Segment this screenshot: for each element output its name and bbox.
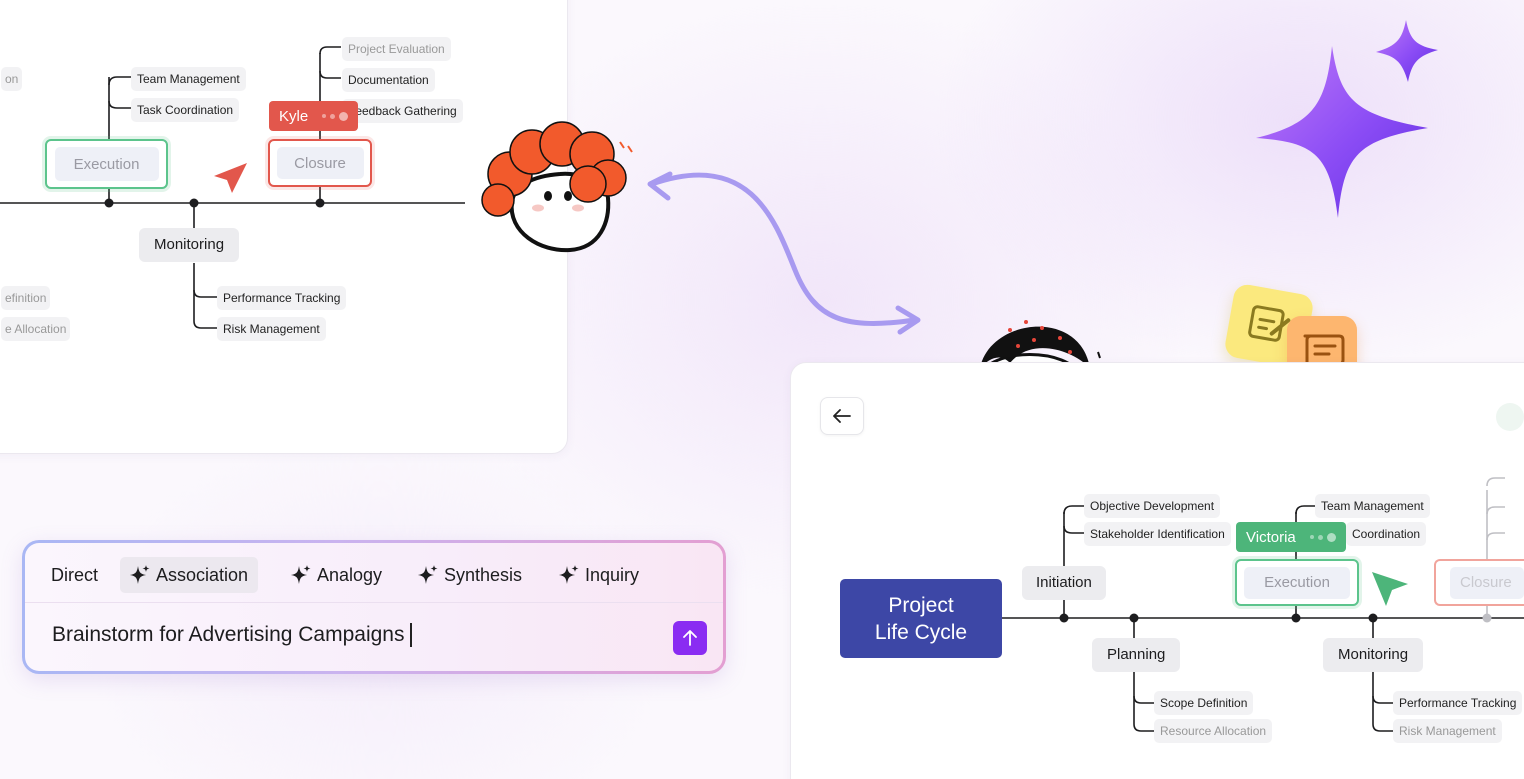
- mode-label: Analogy: [317, 565, 383, 585]
- victoria-cursor-icon: [1372, 572, 1408, 606]
- red-hair-character-icon: [481, 121, 633, 253]
- execution-node-label: Execution: [54, 147, 159, 181]
- execution-node[interactable]: Execution: [45, 139, 168, 189]
- monitoring-node[interactable]: Monitoring: [1323, 638, 1424, 672]
- clipped-label: e Allocation: [1, 317, 71, 341]
- mode-inquiry[interactable]: Inquiry: [549, 557, 649, 593]
- typing-dots-icon: [1309, 532, 1336, 542]
- victoria-name: Victoria: [1246, 528, 1296, 546]
- mindmap-leaf[interactable]: Performance Tracking: [1393, 691, 1523, 715]
- mode-label: Inquiry: [585, 565, 640, 585]
- mindmap-leaf[interactable]: Scope Definition: [1154, 691, 1254, 715]
- typing-dots-icon: [322, 111, 349, 121]
- mode-association[interactable]: Association: [120, 557, 259, 593]
- mindmap-leaf[interactable]: Task Coordination: [131, 98, 240, 122]
- mindmap-leaf[interactable]: Objective Development: [1084, 494, 1221, 518]
- mode-label: Direct: [51, 565, 99, 585]
- edit-note-icon: [1223, 282, 1315, 370]
- closure-node-label: Closure: [1450, 566, 1524, 599]
- mindmap-leaf[interactable]: Risk Management: [217, 317, 326, 341]
- mindmap-leaf[interactable]: Project Evaluation: [342, 37, 451, 61]
- mindmap-leaf[interactable]: Risk Management: [1393, 719, 1502, 743]
- root-node-line2: Life Cycle: [874, 620, 968, 644]
- mindmap-leaf[interactable]: Team Management: [131, 67, 246, 91]
- mode-direct[interactable]: Direct: [41, 557, 108, 593]
- ai-prompt-inner: Direct Association Analogy Synthesis Inq…: [25, 543, 723, 671]
- monitoring-node[interactable]: Monitoring: [139, 228, 240, 262]
- ai-sparkle-icon: [1256, 20, 1438, 218]
- arrow-left-icon: [833, 409, 851, 423]
- prompt-input[interactable]: Brainstorm for Advertising Campaigns: [52, 623, 413, 647]
- mode-analogy[interactable]: Analogy: [281, 557, 392, 593]
- mindmap-leaf[interactable]: Stakeholder Identification: [1084, 522, 1231, 546]
- mindmap-leaf[interactable]: Feedback Gathering: [342, 99, 463, 123]
- mindmap-leaf[interactable]: Documentation: [342, 68, 435, 92]
- mindmap-leaf[interactable]: Performance Tracking: [217, 286, 347, 310]
- kyle-cursor-icon: [214, 163, 247, 193]
- execution-node-label: Execution: [1244, 566, 1350, 599]
- planning-node[interactable]: Planning: [1092, 638, 1181, 672]
- mode-label: Association: [156, 565, 249, 585]
- status-indicator-icon: [1496, 403, 1524, 431]
- victoria-collaborator-tag: Victoria: [1236, 522, 1346, 552]
- back-button[interactable]: [820, 397, 864, 435]
- mindmap-leaf[interactable]: Team Management: [1315, 494, 1430, 518]
- send-button[interactable]: [673, 621, 707, 655]
- closure-node[interactable]: Closure: [1434, 559, 1524, 606]
- prompt-input-value: Brainstorm for Advertising Campaigns: [52, 623, 405, 646]
- root-node-line1: Project: [888, 593, 954, 617]
- closure-node-label: Closure: [276, 147, 364, 179]
- sparkle-icon: [418, 565, 438, 584]
- mindmap-leaf[interactable]: Resource Allocation: [1154, 719, 1273, 743]
- sparkle-icon: [291, 565, 311, 584]
- project-lifecycle-root-node[interactable]: Project Life Cycle: [840, 579, 1002, 658]
- closure-node[interactable]: Closure: [268, 139, 372, 187]
- clipped-label: on: [1, 67, 23, 91]
- initiation-node[interactable]: Initiation: [1022, 566, 1106, 600]
- mode-synthesis[interactable]: Synthesis: [408, 557, 532, 593]
- ai-prompt-card: Direct Association Analogy Synthesis Inq…: [22, 540, 726, 674]
- sparkle-icon: [559, 565, 579, 584]
- kyle-name: Kyle: [279, 107, 309, 125]
- sparkle-icon: [130, 565, 150, 584]
- execution-node[interactable]: Execution: [1235, 559, 1359, 606]
- mode-label: Synthesis: [444, 565, 523, 585]
- mindmap-leaf[interactable]: Coordination: [1346, 522, 1427, 546]
- kyle-collaborator-tag: Kyle: [269, 101, 359, 131]
- text-caret: [410, 623, 413, 647]
- left-mindmap-panel: on efinition e Allocation Team Managemen…: [0, 0, 568, 454]
- clipped-label: efinition: [1, 286, 51, 310]
- mode-selector: Direct Association Analogy Synthesis Inq…: [25, 543, 723, 603]
- double-arrow-connector: [647, 171, 921, 335]
- arrow-up-icon: [683, 630, 697, 646]
